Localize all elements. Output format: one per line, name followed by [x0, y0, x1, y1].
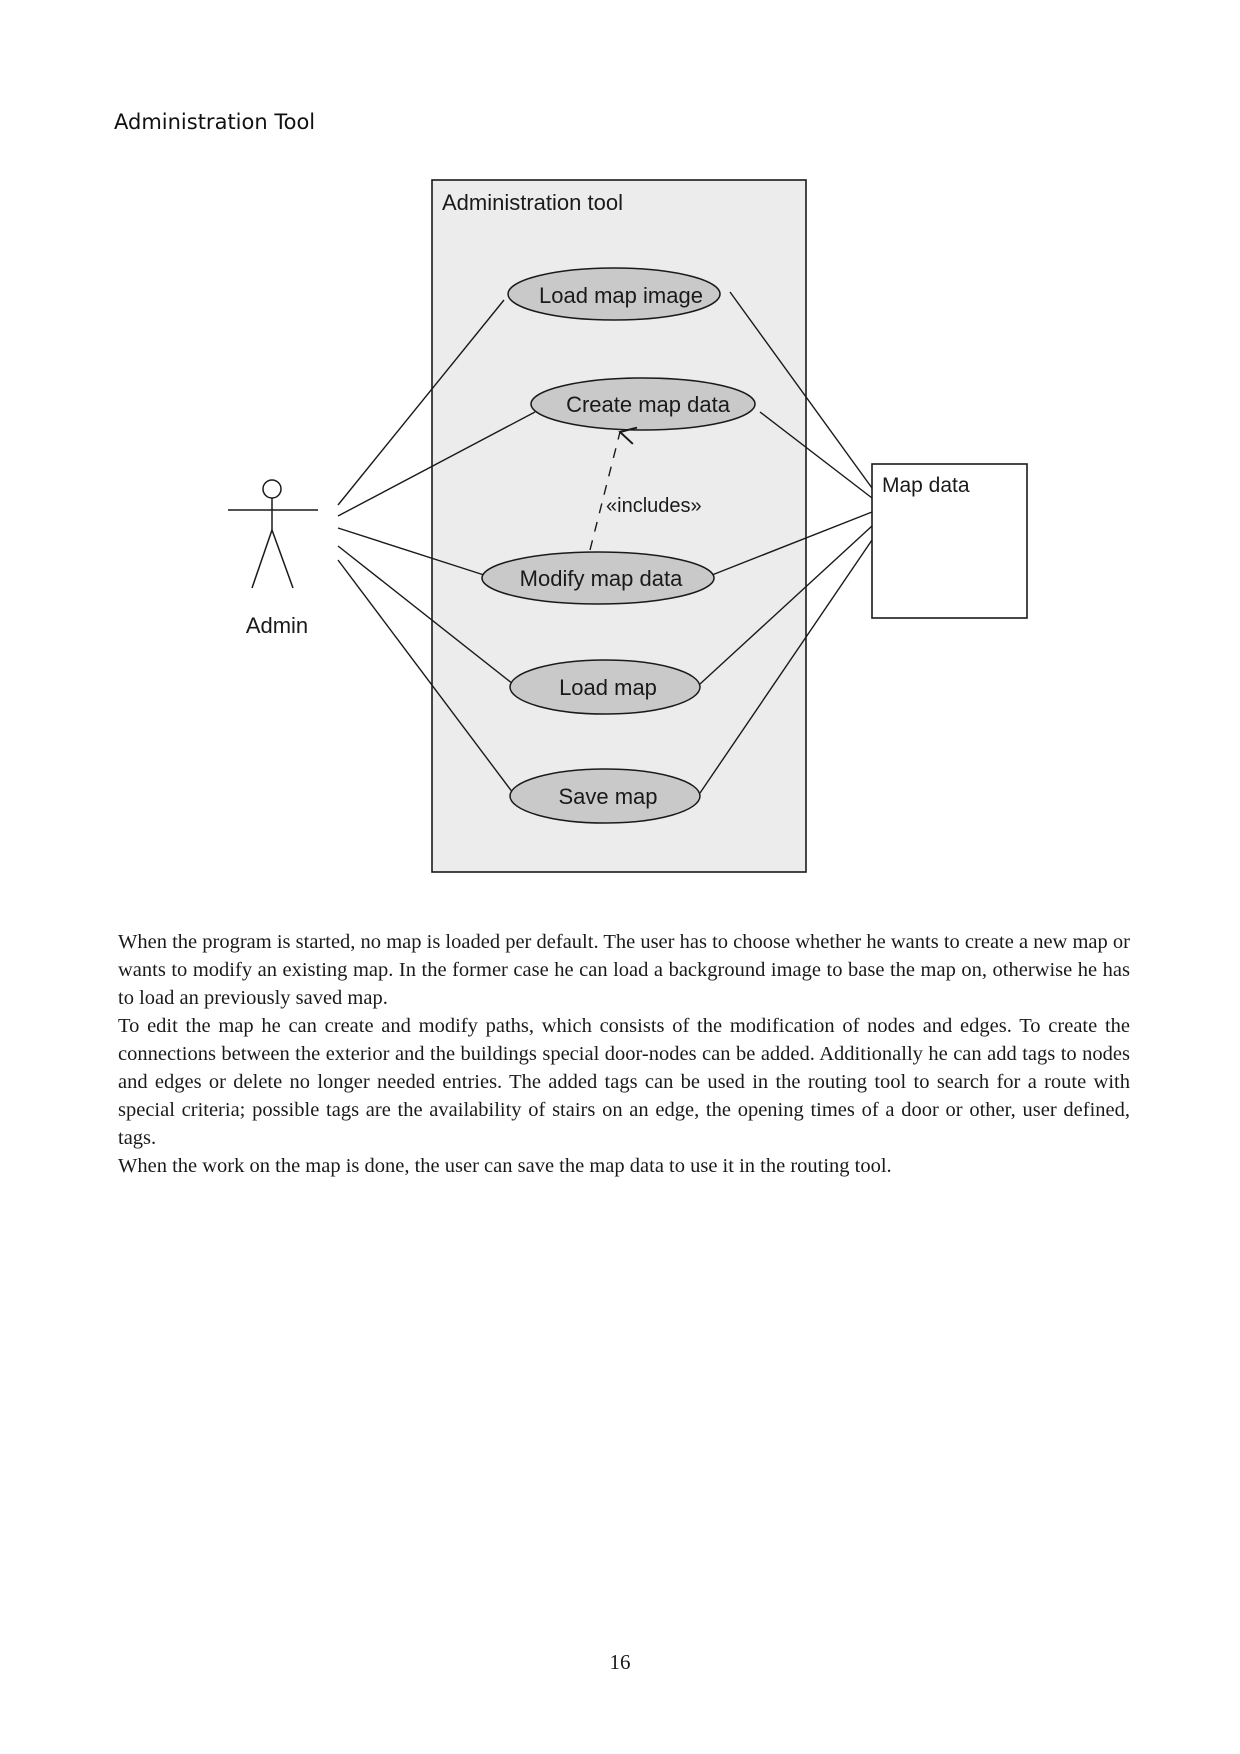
- use-case-label: Create map data: [566, 392, 731, 417]
- use-case-modify-map-data: Modify map data: [481, 551, 715, 605]
- actor-associations: [337, 299, 536, 794]
- use-case-load-map: Load map: [509, 659, 701, 715]
- system-boundary-label: Administration tool: [442, 190, 623, 215]
- paragraph: When the work on the map is done, the us…: [118, 1155, 892, 1177]
- use-case-label: Load map image: [539, 283, 703, 308]
- body-text: When the program is started, no map is l…: [118, 928, 1130, 1180]
- use-case-create-map-data: Create map data: [530, 377, 756, 431]
- actor-label: Admin: [246, 613, 308, 638]
- use-case-label: Load map: [559, 675, 657, 700]
- map-data-box: [871, 463, 1028, 619]
- actor-admin: [228, 479, 318, 589]
- page-number: 16: [609, 1650, 631, 1674]
- map-data-label: Map data: [882, 474, 970, 497]
- use-case-save-map: Save map: [509, 768, 701, 824]
- data-associations: [699, 291, 873, 794]
- actor-head: [262, 479, 282, 499]
- paragraph: To edit the map he can create and modify…: [118, 1015, 1130, 1149]
- include-relation-label: «includes»: [606, 495, 702, 517]
- actor-right-leg: [271, 529, 294, 589]
- use-case-label: Save map: [558, 784, 657, 809]
- use-case-diagram: Administration tool Load map image Creat…: [228, 179, 1028, 873]
- use-case-label: Modify map data: [520, 566, 683, 591]
- use-case-load-map-image: Load map image: [507, 267, 721, 321]
- section-heading: Administration Tool: [114, 110, 316, 134]
- paragraph: When the program is started, no map is l…: [118, 931, 1130, 1009]
- include-dependency-arrow: [589, 432, 620, 551]
- actor-left-leg: [251, 529, 273, 589]
